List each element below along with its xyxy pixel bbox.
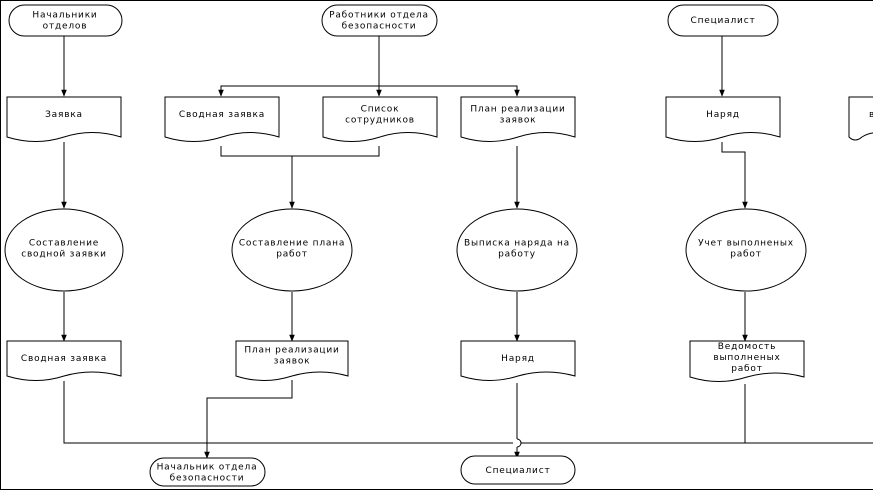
process-shape (456, 208, 578, 292)
shape-label-line: сводной заявки (21, 250, 107, 260)
shape-label-line: Составление плана (239, 239, 345, 249)
terminator-shape (8, 4, 123, 37)
shape-label-line: выполненых (713, 353, 780, 363)
shape-label-line: Сводная заявка (21, 354, 107, 364)
shape-label-line: работ (731, 364, 763, 374)
shape-label-line: Специалист (691, 16, 756, 26)
shape-label-line: Работники отдела (329, 11, 429, 21)
document-shape (6, 340, 122, 381)
shape-label-line: Учет выполненых (698, 239, 794, 249)
document-work-order: Наряд (460, 340, 576, 381)
shape-label: Специалист (486, 466, 551, 476)
shape-label-line: Список (361, 105, 400, 115)
shape-label-line: заявок (274, 357, 311, 367)
shape-label-line: отделов (43, 22, 88, 32)
shape-label-line: Начальники (32, 11, 97, 21)
document-shape (460, 340, 576, 381)
shape-label-line: Составление (29, 239, 99, 249)
shape-label: Наряд (706, 110, 740, 120)
shape-label-line: Сводная заявка (179, 110, 265, 120)
shape-label-line: План реализации (244, 346, 339, 356)
process-shape (231, 208, 353, 292)
terminator-shape (667, 4, 779, 37)
shape-label-line: Заявка (45, 110, 83, 120)
document-summary-request-top: Сводная заявка (164, 96, 280, 142)
shape-label-line: Наряд (706, 110, 740, 120)
shape-label-line: План реализации (470, 105, 565, 115)
shape-label-line: безопасности (170, 474, 245, 484)
shape-label: в (869, 110, 873, 120)
process-shape (4, 208, 124, 292)
connectors (61, 36, 873, 459)
shape-label-line: Ведомость (718, 342, 776, 352)
document-shape (322, 96, 438, 142)
merge-bus (220, 146, 380, 157)
document-partial: в (848, 96, 873, 141)
line-hop (516, 438, 522, 448)
document-shape (689, 340, 805, 382)
shape-label-line: заявок (500, 116, 537, 126)
document-request: Заявка (6, 96, 122, 142)
shape-label: Специалист (691, 16, 756, 26)
document-work-order-top: Наряд (665, 96, 781, 142)
terminator-shape (460, 455, 576, 485)
document-shape (460, 96, 576, 142)
shape-label-line: Выписка наряда на (464, 239, 570, 249)
process-shape (685, 208, 807, 292)
shape-label: Заявка (45, 110, 83, 120)
shape-label-line: работу (498, 250, 536, 260)
distribution-bus (220, 85, 518, 96)
document-shape (848, 96, 873, 141)
shape-label-line: работ (276, 250, 308, 260)
document-shape (235, 340, 349, 381)
document-shape (164, 96, 280, 142)
shape-label-line: сотрудников (345, 116, 415, 126)
arrow-plan-to-head-of-security (204, 380, 293, 459)
shape-label-line: Специалист (486, 466, 551, 476)
shape-label-line: в (869, 110, 873, 120)
document-summary-request: Сводная заявка (6, 340, 122, 381)
shape-label: Сводная заявка (179, 110, 265, 120)
shape-label-line: работ (730, 250, 762, 260)
shape-label: Наряд (501, 354, 535, 364)
arrow-work-order-to-account (721, 142, 748, 209)
document-shape (665, 96, 781, 142)
shape-label-line: безопасности (342, 22, 417, 32)
shape-label-line: Начальник отдела (157, 463, 258, 473)
terminator-specialist-bottom: Специалист (460, 455, 576, 485)
line-summary-to-bus (63, 381, 513, 444)
shape-label: Сводная заявка (21, 354, 107, 364)
terminator-specialist-top: Специалист (667, 4, 779, 37)
terminator-shape (321, 4, 438, 37)
document-shape (6, 96, 122, 142)
shape-label-line: Наряд (501, 354, 535, 364)
terminator-shape (149, 457, 266, 487)
